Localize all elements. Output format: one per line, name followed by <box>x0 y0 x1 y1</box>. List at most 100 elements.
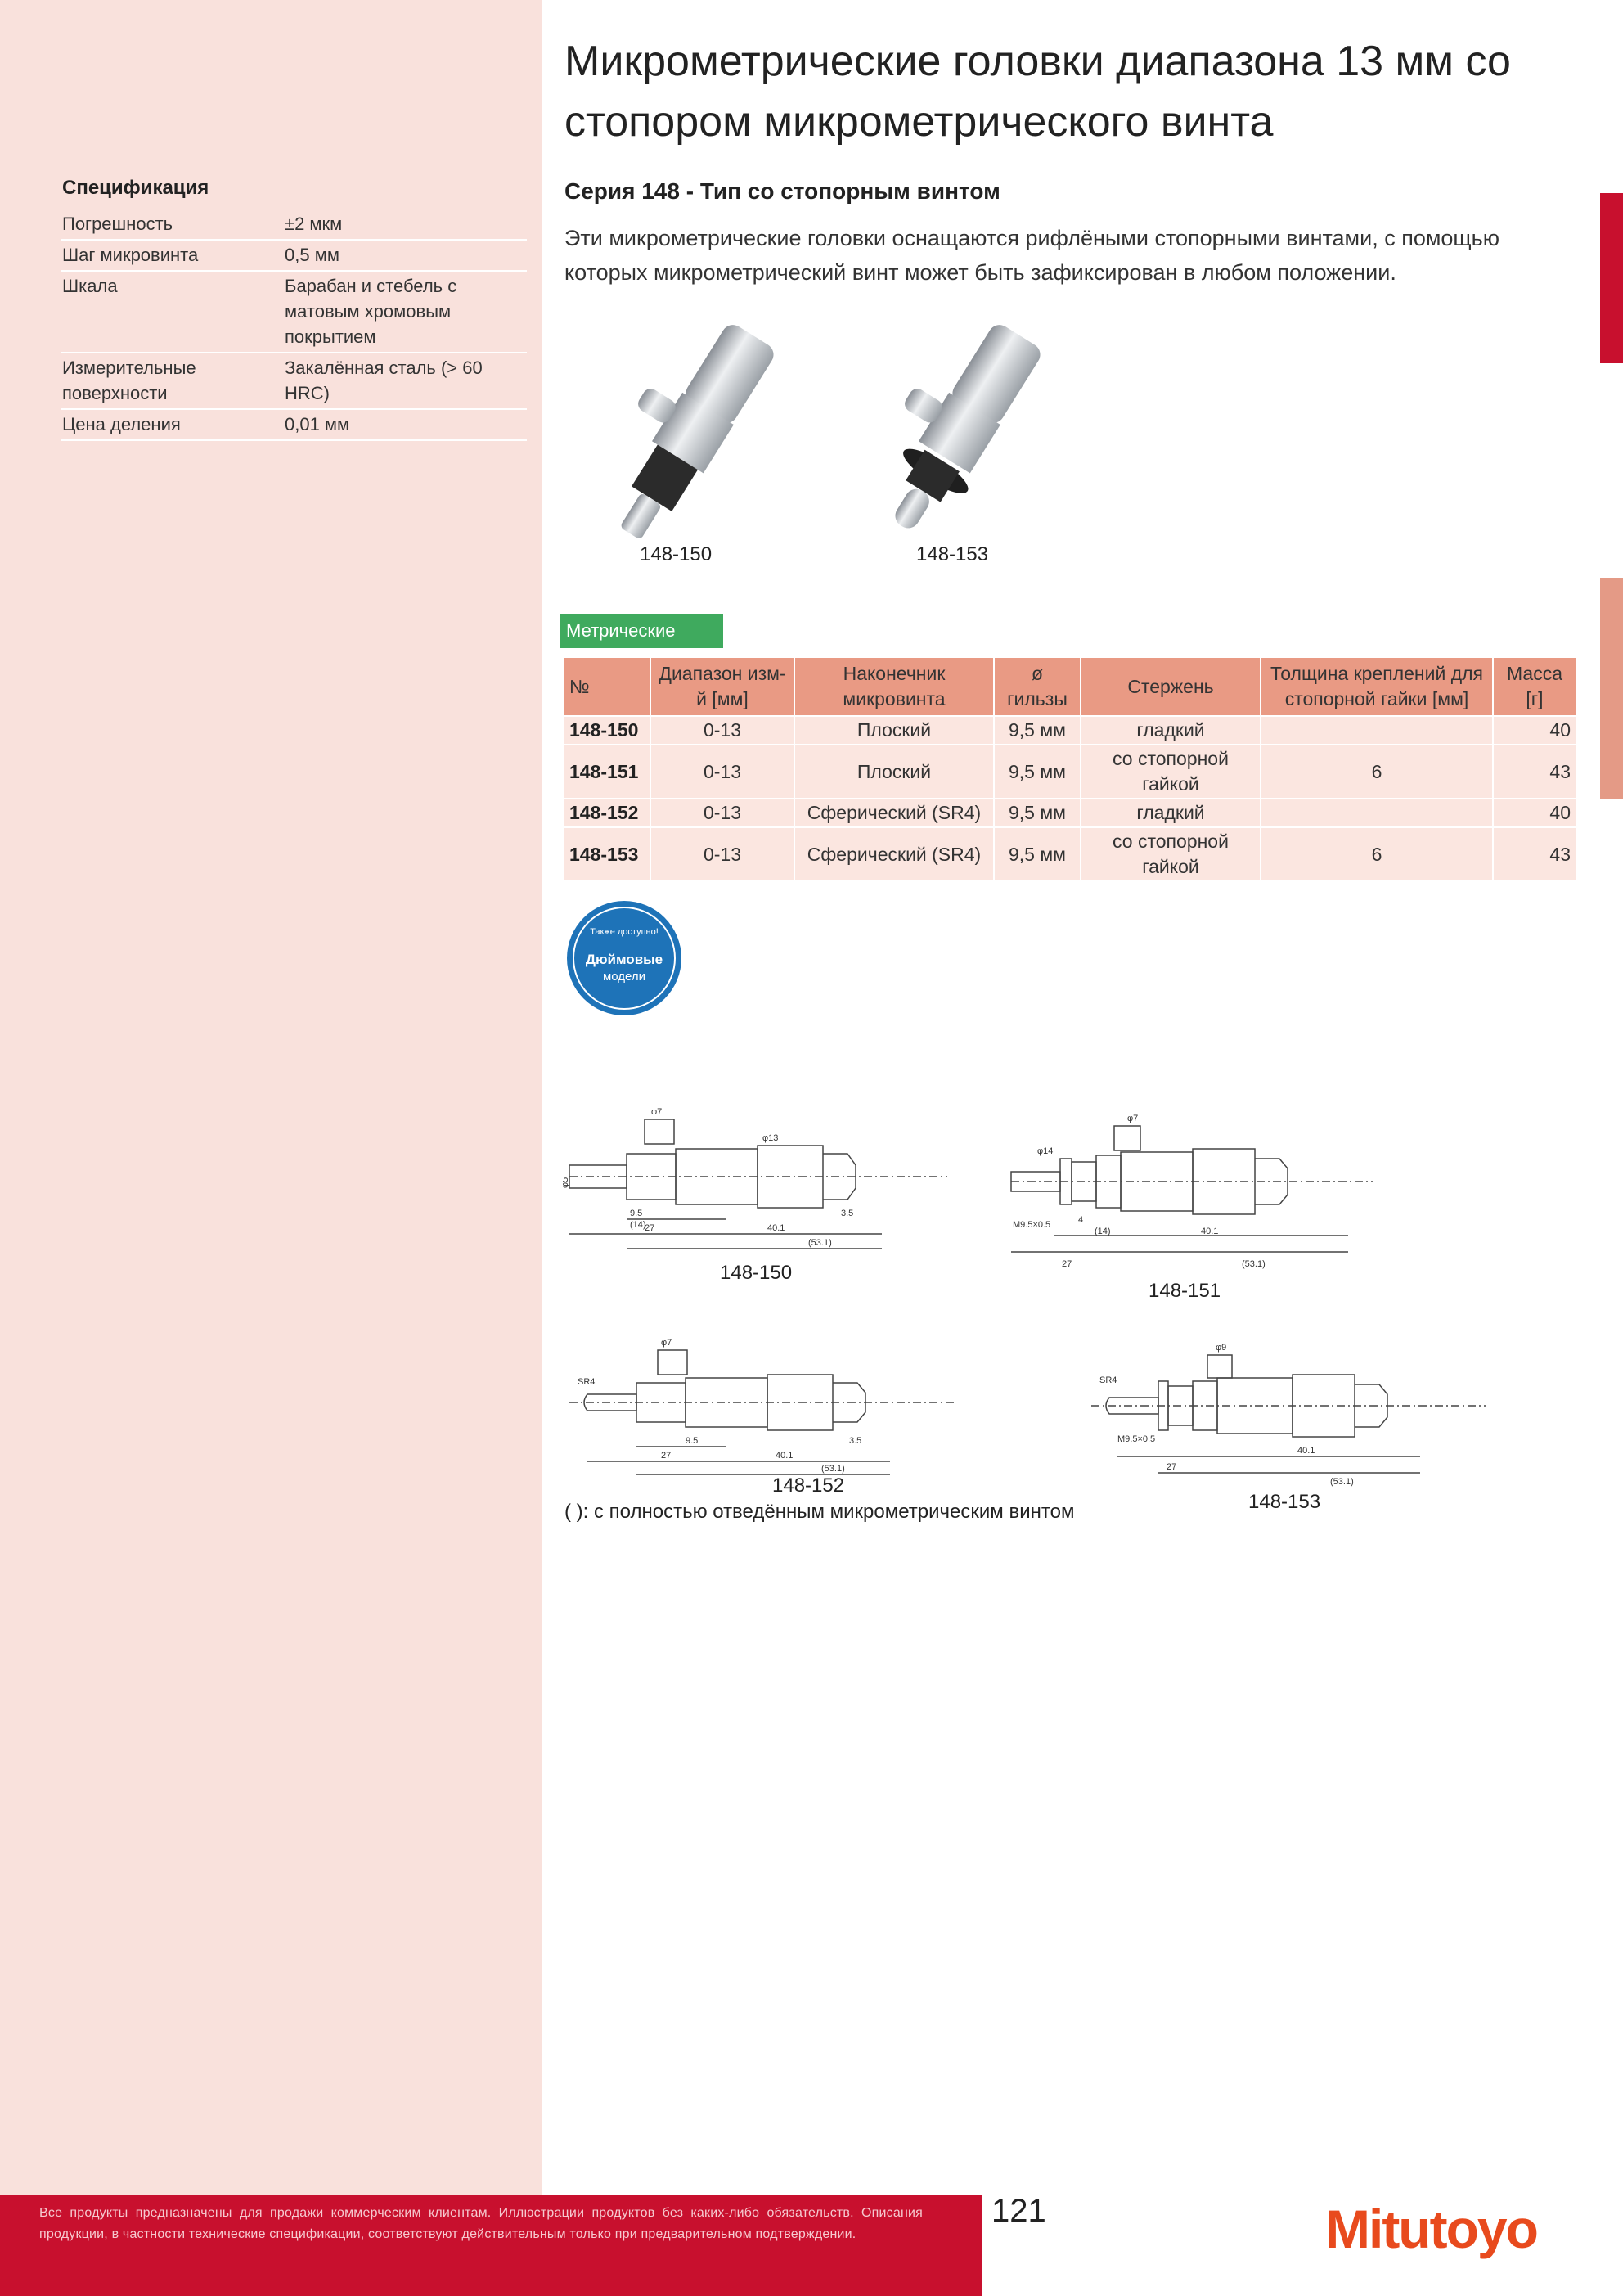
cell-sleeve: 9,5 мм <box>993 715 1081 745</box>
photo-caption-right: 148-153 <box>916 543 989 565</box>
dim-531: (53.1) <box>808 1238 832 1248</box>
product-photo-148-153 <box>895 325 1041 529</box>
spec-row: Погрешность±2 мкм <box>61 209 527 241</box>
cell-range: 0-13 <box>650 715 795 745</box>
photo-caption-left: 148-150 <box>640 543 713 565</box>
cell-nut <box>1260 798 1494 828</box>
cell-stem: со стопорной гайкой <box>1080 744 1261 799</box>
spec-heading: Спецификация <box>62 177 209 199</box>
col-header-number: № <box>563 656 651 717</box>
dim-531-d: (53.1) <box>1330 1477 1354 1487</box>
mitutoyo-logo: Mitutoyo <box>1325 2199 1539 2259</box>
series-subtitle: Серия 148 - Тип со стопорным винтом <box>564 178 1000 204</box>
cell-range: 0-13 <box>650 826 795 882</box>
dim-phi5: φ5 <box>563 1177 570 1188</box>
drawing-caption-148-152: 148-152 <box>772 1474 845 1497</box>
cell-stem: гладкий <box>1080 715 1261 745</box>
cell-sleeve: 9,5 мм <box>993 798 1081 828</box>
stamp-line1: Также доступно! <box>590 927 659 937</box>
page-number: 121 <box>991 2193 1046 2229</box>
dim-phi7-b: φ7 <box>1127 1114 1138 1123</box>
dim-401-c: 40.1 <box>776 1451 793 1461</box>
col-header-sleeve: ø гильзы <box>993 656 1081 717</box>
table-row: 148-151 0-13 Плоский 9,5 мм со стопорной… <box>563 744 1577 799</box>
drawing-footnote: ( ): с полностью отведённым микрометриче… <box>564 1501 1075 1523</box>
dim-27-c: 27 <box>661 1451 671 1461</box>
dim-14-b: (14) <box>1095 1227 1111 1236</box>
table-header-row: № Диапазон изм-й [мм] Наконечник микрови… <box>563 656 1577 717</box>
spec-key: Измерительные поверхности <box>61 353 283 410</box>
dim-phi7-c: φ7 <box>661 1338 672 1348</box>
col-header-nut-thickness: Толщина креплений для стопорной гайки [м… <box>1260 656 1494 717</box>
cell-tip: Плоский <box>794 744 995 799</box>
cell-tip: Плоский <box>794 715 995 745</box>
cell-nut <box>1260 715 1494 745</box>
cell-sleeve: 9,5 мм <box>993 744 1081 799</box>
dim-401-b: 40.1 <box>1201 1227 1218 1236</box>
cell-model: 148-151 <box>563 744 651 799</box>
drawing-caption-148-153: 148-153 <box>1248 1491 1321 1513</box>
series-description: Эти микрометрические головки оснащаются … <box>564 226 1499 285</box>
cell-range: 0-13 <box>650 744 795 799</box>
page-title: Микрометрические головки диапазона 13 мм… <box>564 38 1511 146</box>
cell-mass: 43 <box>1492 744 1577 799</box>
spec-value: Барабан и стебель с матовым хромовым пок… <box>283 271 527 353</box>
dim-27-b: 27 <box>1062 1259 1072 1269</box>
drawing-148-153: SR4 M9.5×0.5 φ9 27 40.1 (53.1) <box>1091 1343 1486 1487</box>
cell-model: 148-153 <box>563 826 651 882</box>
table-row: 148-153 0-13 Сферический (SR4) 9,5 мм со… <box>563 826 1577 882</box>
cell-tip: Сферический (SR4) <box>794 826 995 882</box>
cell-model: 148-150 <box>563 715 651 745</box>
section-tab-red <box>1600 193 1623 363</box>
dim-531-b: (53.1) <box>1242 1259 1266 1269</box>
col-header-range: Диапазон изм-й [мм] <box>650 656 795 717</box>
dim-phi14: φ14 <box>1037 1146 1053 1156</box>
dim-sr4-d: SR4 <box>1099 1375 1117 1385</box>
dim-35-c: 3.5 <box>849 1436 861 1446</box>
cell-stem: со стопорной гайкой <box>1080 826 1261 882</box>
col-header-stem: Стержень <box>1080 656 1261 717</box>
dim-m: M9.5×0.5 <box>1013 1220 1050 1230</box>
cell-mass: 43 <box>1492 826 1577 882</box>
section-tab-salmon <box>1600 578 1623 799</box>
drawing-148-151: M9.5×0.5 4 (14) 27 40.1 (53.1) φ7 φ14 <box>1010 1114 1373 1269</box>
dim-401: 40.1 <box>767 1223 785 1233</box>
table-row: 148-152 0-13 Сферический (SR4) 9,5 мм гл… <box>563 798 1577 828</box>
dim-531-c: (53.1) <box>821 1464 845 1474</box>
cell-stem: гладкий <box>1080 798 1261 828</box>
dim-95: 9.5 <box>630 1209 642 1218</box>
dim-4: 4 <box>1078 1215 1083 1225</box>
footer-disclaimer: Все продукты предназначены для продажи к… <box>39 2206 923 2241</box>
drawing-caption-148-150: 148-150 <box>720 1262 793 1284</box>
dim-95-c: 9.5 <box>686 1436 698 1446</box>
cell-nut: 6 <box>1260 744 1494 799</box>
inch-models-stamp: Также доступно! Дюймовые модели <box>567 901 681 1015</box>
dim-phi13: φ13 <box>762 1133 778 1143</box>
dim-m-d: M9.5×0.5 <box>1117 1434 1155 1444</box>
dim-14: (14) <box>630 1220 646 1230</box>
cell-model: 148-152 <box>563 798 651 828</box>
metric-badge: Метрические <box>560 614 723 648</box>
drawing-148-150: φ7 φ5 9.5 (14) 27 40.1 (53.1) 3.5 φ13 <box>563 1107 947 1249</box>
spec-key: Шаг микровинта <box>61 240 283 272</box>
stamp-line3: модели <box>603 970 645 984</box>
model-table: № Диапазон изм-й [мм] Наконечник микрови… <box>563 656 1577 882</box>
spec-value: 0,01 мм <box>283 409 527 441</box>
col-header-tip: Наконечник микровинта <box>794 656 995 717</box>
dim-35: 3.5 <box>841 1209 853 1218</box>
cell-tip: Сферический (SR4) <box>794 798 995 828</box>
stamp-line2: Дюймовые <box>586 952 663 967</box>
spec-value: Закалённая сталь (> 60 HRC) <box>283 353 527 410</box>
spec-value: 0,5 мм <box>283 240 527 272</box>
table-row: 148-150 0-13 Плоский 9,5 мм гладкий 40 <box>563 715 1577 745</box>
cell-mass: 40 <box>1492 715 1577 745</box>
cell-sleeve: 9,5 мм <box>993 826 1081 882</box>
dim-27-d: 27 <box>1167 1462 1176 1472</box>
dim-401-d: 40.1 <box>1297 1446 1315 1456</box>
drawing-148-152: SR4 φ7 9.5 27 40.1 (53.1) 3.5 <box>569 1338 955 1475</box>
dim-phi9: φ9 <box>1216 1343 1226 1353</box>
